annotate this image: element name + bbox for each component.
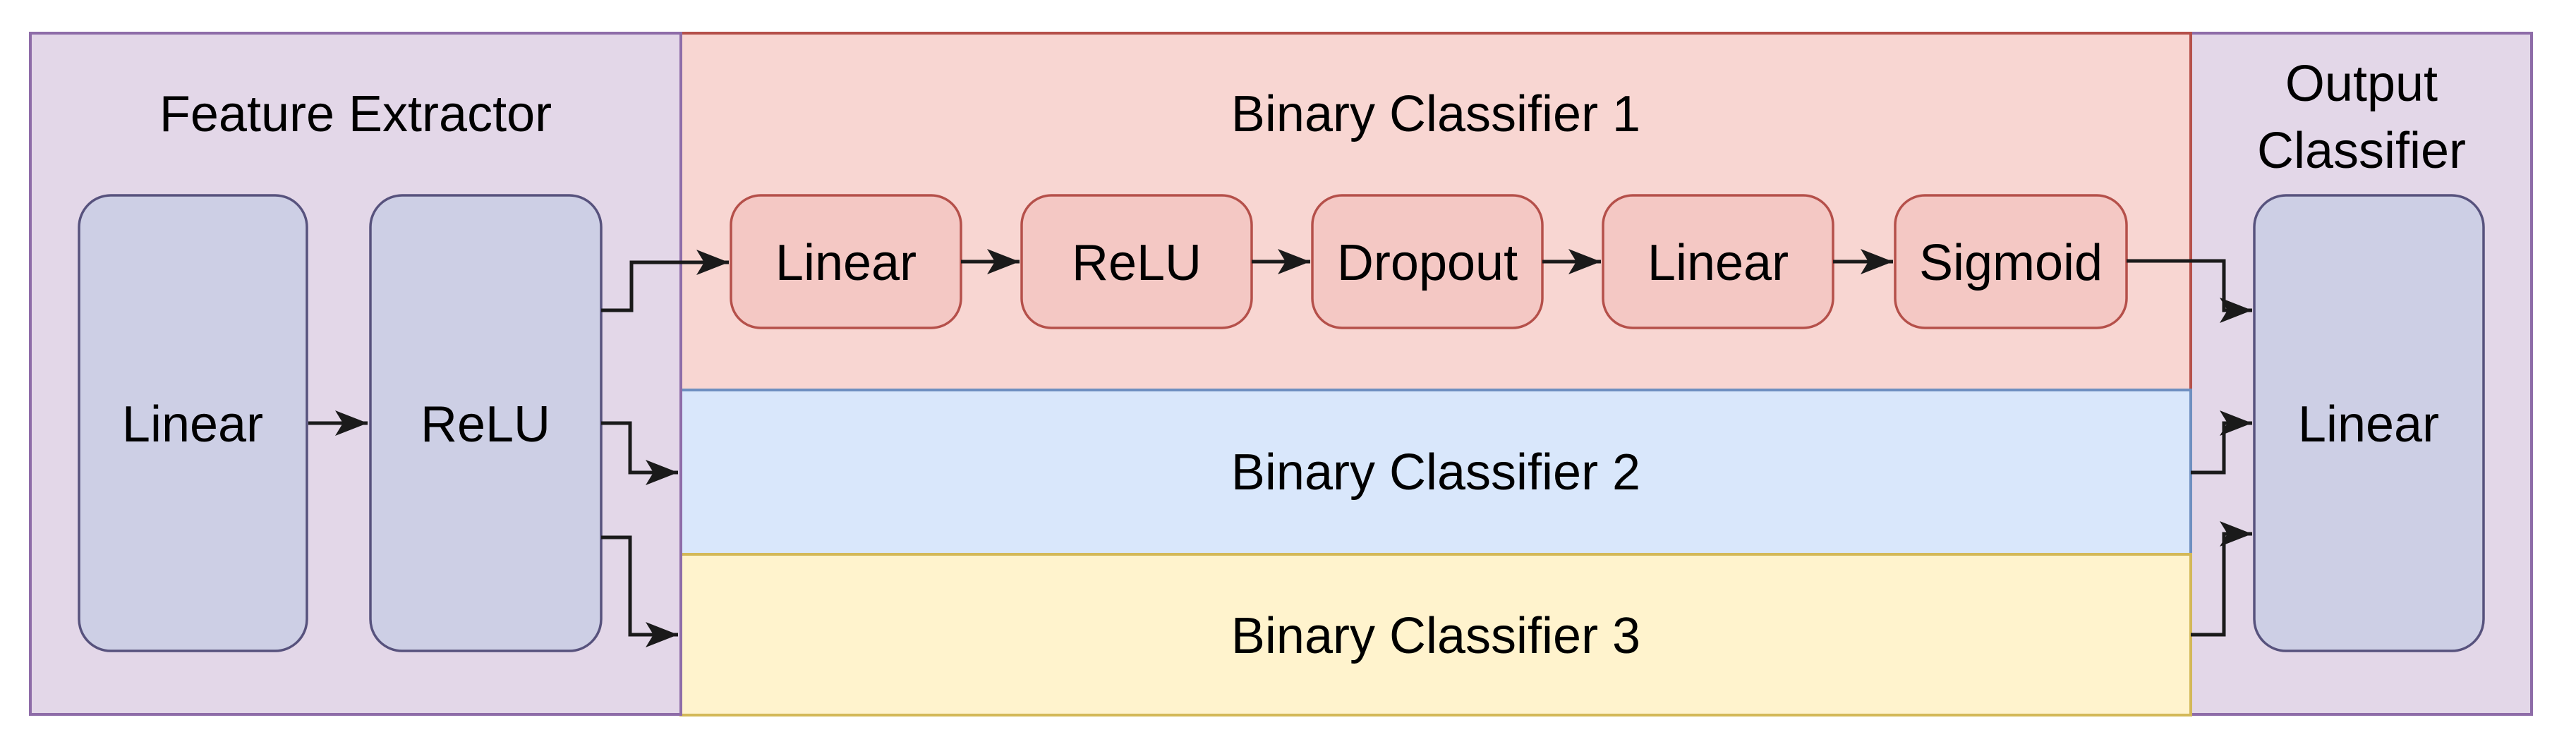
arrow-relu-to-bc2 [601, 421, 678, 485]
layer-label-bc1-dropout: Dropout [1337, 235, 1518, 291]
arrow-relu-to-bc1 [601, 250, 729, 312]
layer-label-bc1-sigmoid: Sigmoid [1919, 235, 2103, 291]
arrow-bc3-to-oc-linear [2191, 521, 2252, 637]
layer-label-bc1-relu: ReLU [1072, 235, 1202, 291]
binary-classifier-1-title: Binary Classifier 1 [1231, 86, 1640, 142]
binary-classifier-3-title: Binary Classifier 3 [1231, 608, 1640, 664]
feature-extractor-title: Feature Extractor [159, 86, 552, 142]
layer-box-oc-linear [2253, 194, 2485, 652]
layer-label-oc-linear: Linear [2298, 396, 2439, 453]
binary-classifier-3-container [679, 553, 2192, 716]
layer-label-bc1-linear-1: Linear [775, 235, 917, 291]
arrow-bc2-to-oc-linear [2191, 410, 2252, 475]
layer-label-bc1-linear-2: Linear [1647, 235, 1789, 291]
layer-label-fe-linear: Linear [122, 396, 263, 453]
output-classifier-title-line1: Output [2285, 56, 2438, 112]
output-classifier-title-line2: Classifier [2257, 123, 2466, 179]
binary-classifier-2-container [679, 389, 2192, 556]
layer-box-fe-linear [78, 194, 308, 652]
arrow-relu-to-bc3 [601, 535, 678, 647]
layer-label-fe-relu: ReLU [421, 396, 550, 453]
binary-classifier-2-title: Binary Classifier 2 [1231, 444, 1640, 501]
arrow-sigmoid-to-oc-linear [2127, 259, 2252, 323]
